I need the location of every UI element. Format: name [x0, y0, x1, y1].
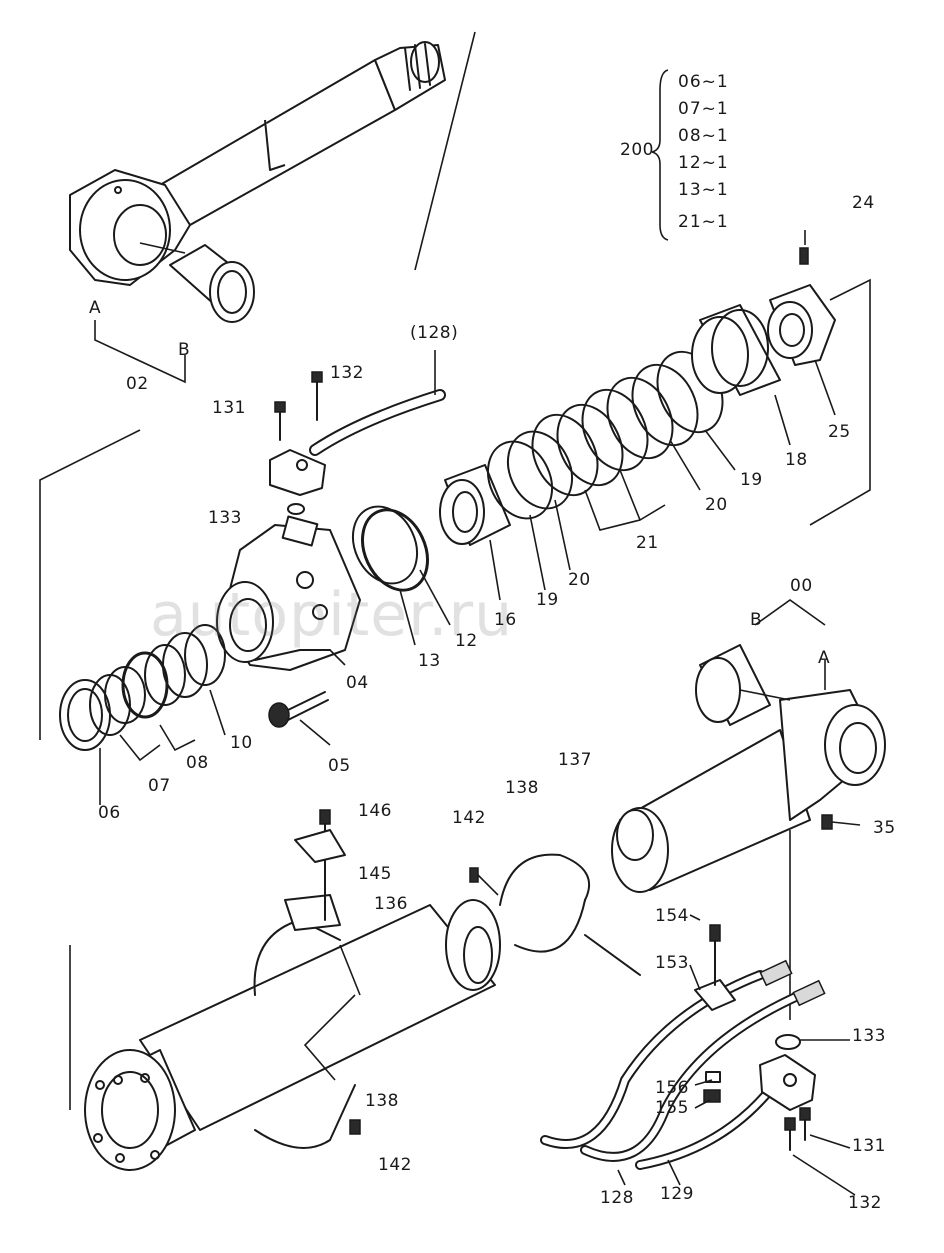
callout-b-tube: B	[750, 610, 763, 630]
callout-20-right: 20	[705, 495, 728, 515]
seal-stack	[59, 624, 226, 805]
callout-133-bottom: 133	[852, 1026, 886, 1046]
kit-number: 200	[620, 140, 654, 160]
kit-item: 12~1	[678, 153, 729, 173]
callout-154: 154	[655, 906, 689, 926]
callout-05: 05	[328, 756, 351, 776]
piston-bushing	[439, 464, 511, 601]
callout-132-top: 132	[330, 363, 364, 383]
callout-131-top: 131	[212, 398, 246, 418]
callout-16: 16	[494, 610, 517, 630]
cylinder-head	[39, 429, 361, 740]
kit-item: 06~1	[678, 72, 729, 92]
callout-12: 12	[455, 631, 478, 651]
callout-145: 145	[358, 864, 392, 884]
barrel-assembly	[69, 809, 501, 1171]
head-bolt	[268, 691, 331, 746]
callout-19-left: 19	[536, 590, 559, 610]
callout-10: 10	[230, 733, 253, 753]
callout-128-bottom: 128	[600, 1188, 634, 1208]
callout-19-right: 19	[740, 470, 763, 490]
callout-155: 155	[655, 1098, 689, 1118]
callout-20-left: 20	[568, 570, 591, 590]
callout-142-bottom: 142	[378, 1155, 412, 1175]
callout-35: 35	[873, 818, 896, 838]
kit-item: 08~1	[678, 126, 729, 146]
hose-block-bottom	[540, 914, 856, 1196]
callout-b-rod: B	[178, 340, 191, 360]
callout-24: 24	[852, 193, 875, 213]
callout-138-bottom: 138	[365, 1091, 399, 1111]
callout-137: 137	[558, 750, 592, 770]
piston-rings	[486, 350, 736, 591]
callout-18: 18	[785, 450, 808, 470]
callout-153: 153	[655, 953, 689, 973]
callout-138-top: 138	[505, 778, 539, 798]
callout-156: 156	[655, 1078, 689, 1098]
callout-08: 08	[186, 753, 209, 773]
cylinder-tube-bottom	[611, 599, 886, 1020]
piston-nut-group	[691, 230, 871, 526]
callout-00: 00	[790, 576, 813, 596]
kit-item: 13~1	[678, 180, 729, 200]
hose-bracket	[469, 853, 641, 976]
callout-a-rod: A	[89, 298, 102, 318]
callout-133-top: 133	[208, 508, 242, 528]
callout-13: 13	[418, 651, 441, 671]
callout-04: 04	[346, 673, 369, 693]
callout-142-top: 142	[452, 808, 486, 828]
callout-128-top: (128)	[410, 323, 459, 343]
kit-item: 07~1	[678, 99, 729, 119]
callout-25: 25	[828, 422, 851, 442]
piston-rod	[69, 31, 476, 384]
callout-131-bottom: 131	[852, 1136, 886, 1156]
callout-132-bottom: 132	[848, 1193, 882, 1213]
kit-item: 21~1	[678, 212, 729, 232]
hose-block-top	[269, 350, 446, 515]
callout-a-tube: A	[818, 648, 831, 668]
callout-136: 136	[374, 894, 408, 914]
wear-rings	[351, 505, 451, 646]
kit-brace	[651, 69, 669, 241]
callout-129: 129	[660, 1184, 694, 1204]
watermark: autopiter.ru	[150, 580, 514, 650]
callout-02: 02	[126, 374, 149, 394]
callout-146: 146	[358, 801, 392, 821]
callout-21: 21	[636, 533, 659, 553]
callout-06: 06	[98, 803, 121, 823]
callout-07: 07	[148, 776, 171, 796]
